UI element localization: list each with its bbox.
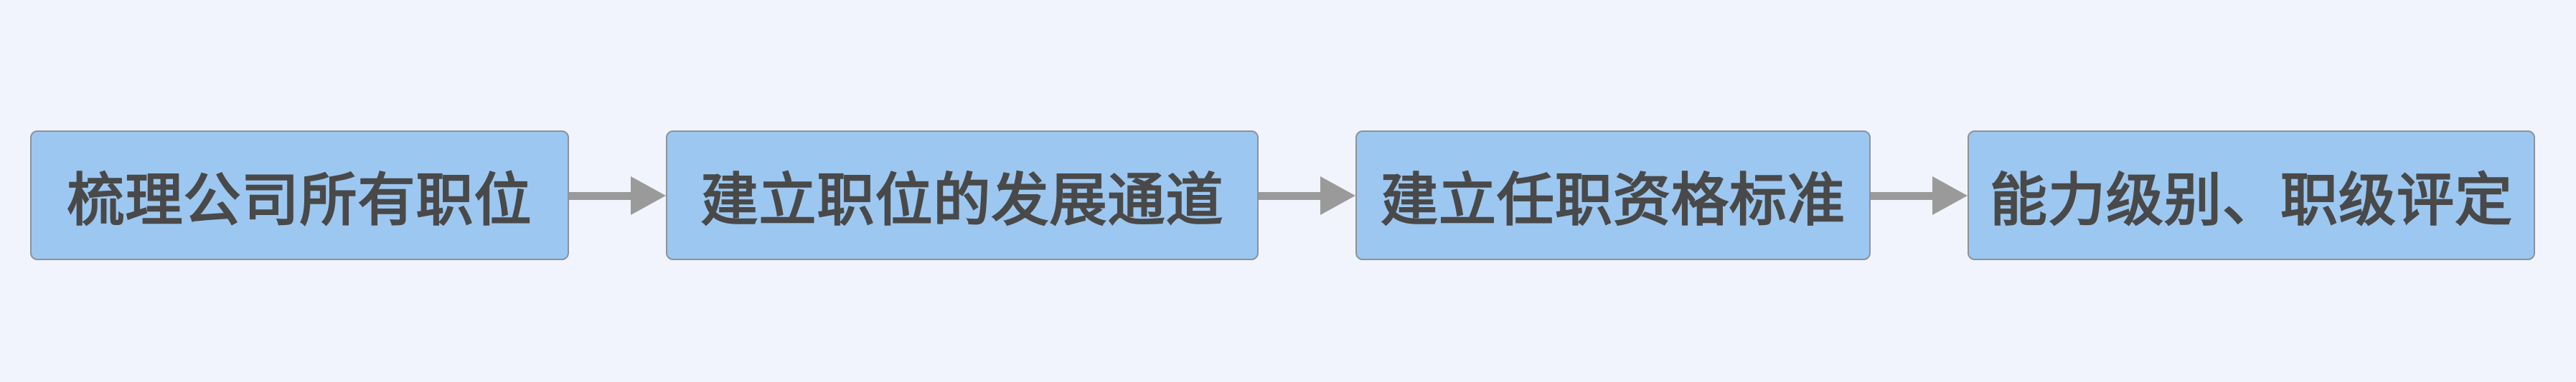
flow-step-1: 梳理公司所有职位 [30,130,569,260]
flow-step-2-label: 建立职位的发展通道 [700,168,1224,232]
right-arrow-icon [569,173,666,218]
flow-step-3-label: 建立任职资格标准 [1381,168,1846,232]
flow-step-4-label: 能力级别、职级评定 [1990,168,2513,232]
right-arrow-icon [1259,173,1355,218]
flow-step-1-label: 梳理公司所有职位 [67,168,532,232]
process-flow: 梳理公司所有职位 建立职位的发展通道 建立任职资格标准 [30,130,2535,260]
flow-step-3: 建立任职资格标准 [1355,130,1871,260]
flow-step-4: 能力级别、职级评定 [1968,130,2535,260]
right-arrow-icon [1871,173,1968,218]
flow-step-2: 建立职位的发展通道 [666,130,1259,260]
